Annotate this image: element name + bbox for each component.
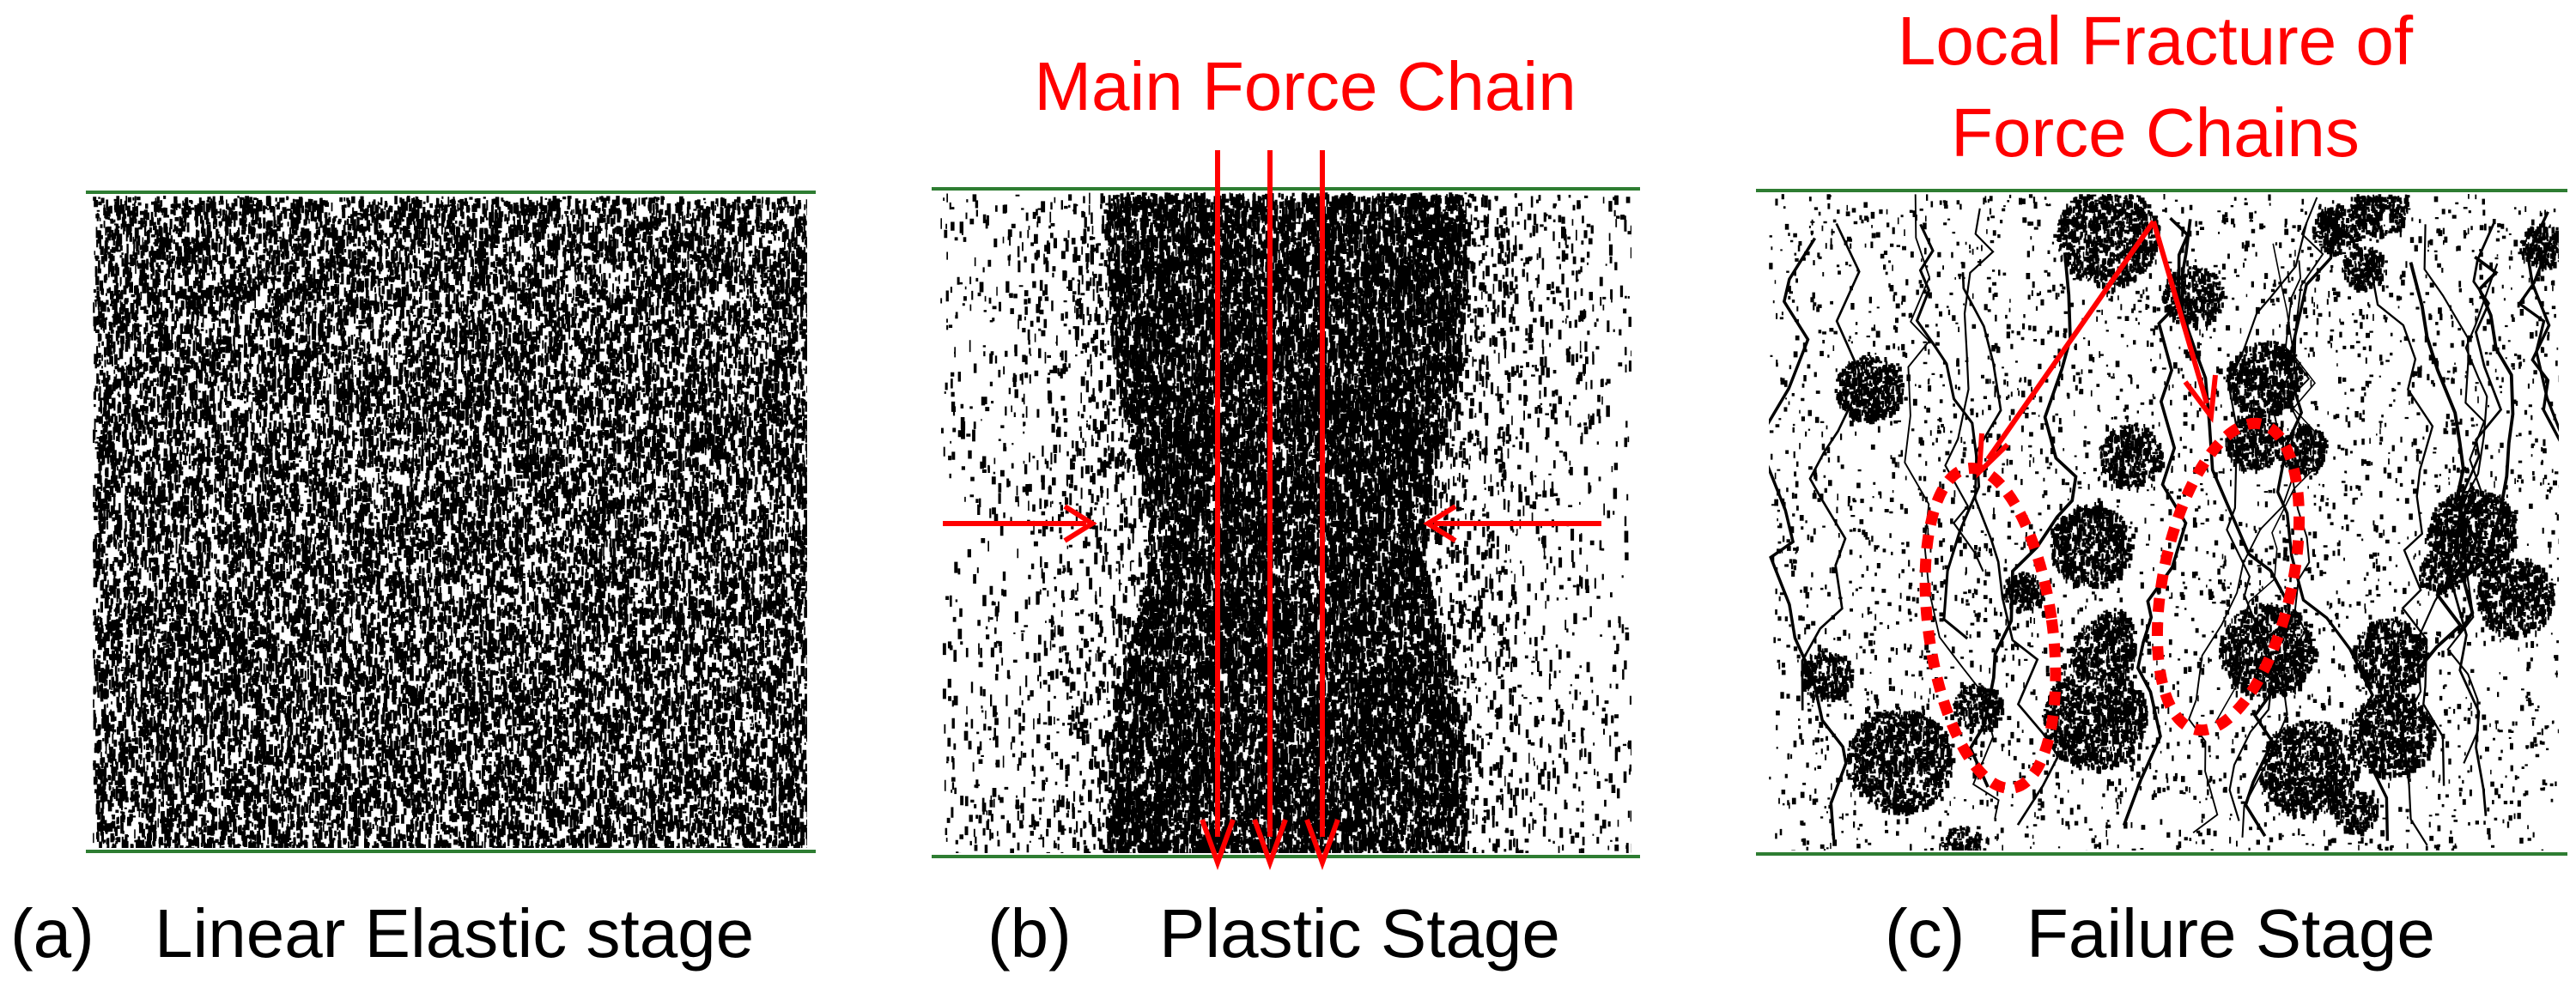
field-b-particles [940, 192, 1635, 864]
panel-c-crack-line [1917, 224, 1979, 639]
panel-c-particle-field [1757, 194, 2576, 856]
panel-a: (a) Linear Elastic stage [10, 192, 816, 972]
panel-b: Main Force Chain (b) Plastic Stage [932, 48, 1640, 972]
panel-a-particle-field [93, 196, 811, 859]
panel-c: Local Fracture of Force Chains (c) Failu… [1756, 3, 2576, 972]
panel-c-caption-text: Failure Stage [2026, 895, 2435, 972]
confining-arrow-left [943, 506, 1092, 541]
panel-a-caption-letter: (a) [10, 895, 94, 972]
panel-b-caption-text: Plastic Stage [1159, 895, 1560, 972]
main-force-chain-label: Main Force Chain [1034, 48, 1576, 124]
confining-arrow-right [1428, 506, 1601, 541]
panel-a-caption-text: Linear Elastic stage [155, 895, 754, 972]
panel-b-particle-field [940, 192, 1635, 864]
fracture-zone-left [1907, 460, 2075, 796]
panel-b-caption-letter: (b) [987, 895, 1072, 972]
fracture-label-line-2: Force Chains [1951, 94, 2360, 171]
panel-c-caption-letter: (c) [1885, 895, 1965, 972]
field-a-particles [93, 196, 811, 859]
fracture-label-line-1: Local Fracture of [1898, 3, 2414, 79]
panel-c-crack-line [2447, 222, 2500, 816]
